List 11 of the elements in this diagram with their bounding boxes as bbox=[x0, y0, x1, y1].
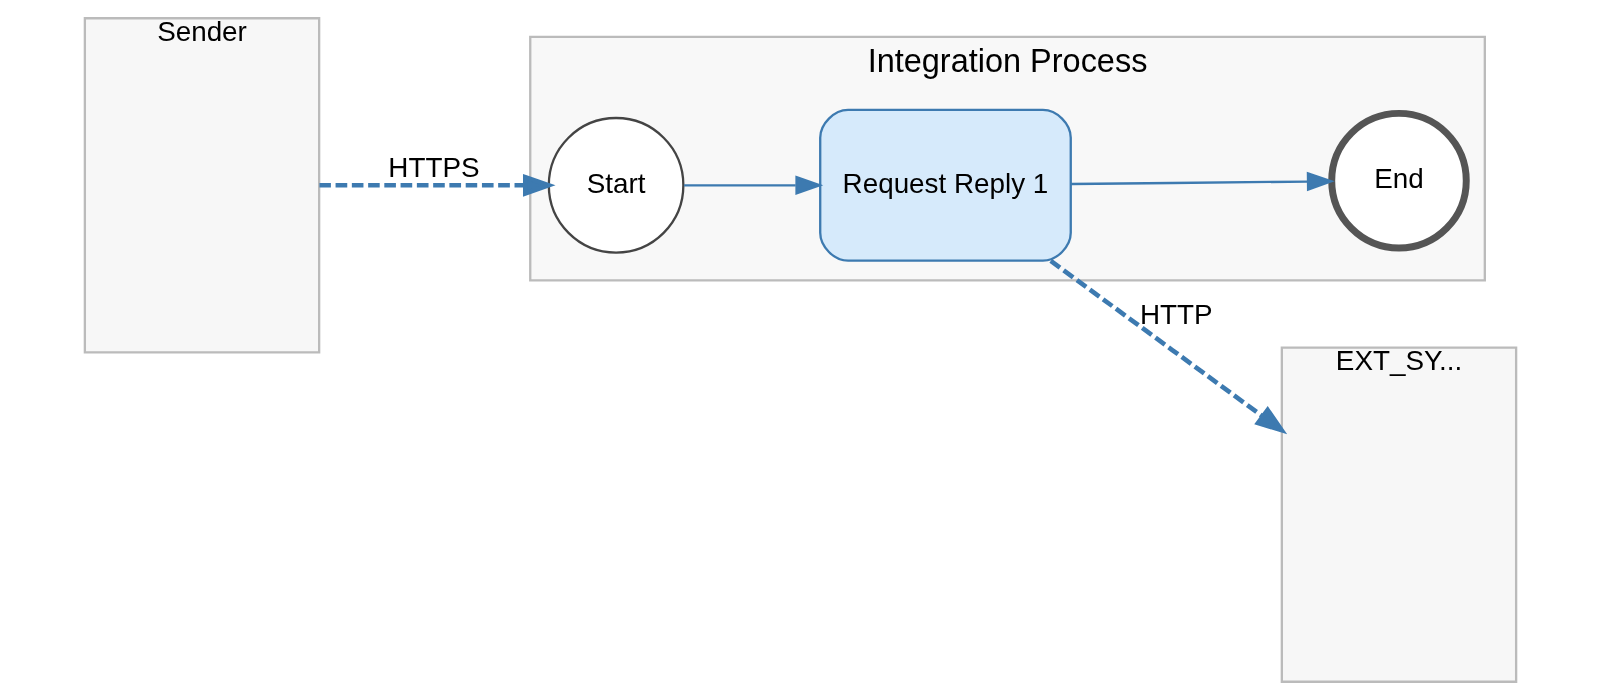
node-box: Request Reply 1 bbox=[818, 108, 1072, 262]
arrow bbox=[1070, 171, 1335, 191]
node-box: EXT_SY... bbox=[1280, 346, 1517, 683]
arrow bbox=[683, 175, 823, 195]
edge-label: HTTPS bbox=[387, 151, 480, 183]
arrow bbox=[1048, 258, 1287, 434]
node-circle: End bbox=[1327, 109, 1470, 251]
edge-label: HTTP bbox=[1139, 298, 1213, 330]
arrow bbox=[318, 173, 556, 197]
node-circle: Start bbox=[547, 116, 684, 254]
node-box: Sender bbox=[83, 16, 320, 353]
